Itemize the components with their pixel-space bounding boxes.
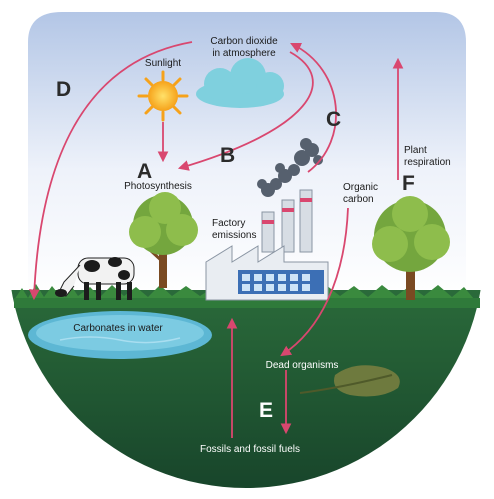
plant-respiration-label-line2: respiration — [404, 157, 451, 168]
letter-a: A — [137, 160, 152, 183]
organic-carbon-label-line1: Organic — [343, 182, 378, 193]
cloud-icon — [196, 58, 284, 108]
factory-label-line1: Factory — [212, 218, 245, 229]
cycle-arrows — [28, 41, 404, 438]
arrow-c — [290, 42, 337, 173]
organic-carbon-label-line2: carbon — [343, 194, 374, 205]
arrow-d — [28, 41, 193, 301]
dead-leaf-icon — [299, 365, 400, 397]
sun-icon — [137, 70, 189, 122]
factory-icon — [205, 189, 329, 301]
cow-icon — [55, 257, 135, 300]
letter-f: F — [402, 172, 415, 195]
co2-label-line2: in atmosphere — [212, 48, 276, 59]
plant-respiration-label-line1: Plant — [404, 145, 427, 156]
arrow-organic-dead — [280, 207, 349, 357]
letter-c: C — [326, 108, 341, 131]
photosynthesis-label: Photosynthesis — [124, 181, 192, 192]
dead-organisms-label: Dead organisms — [266, 360, 339, 371]
sunlight-label: Sunlight — [145, 58, 181, 69]
smoke-icon — [257, 138, 323, 197]
co2-label-line1: Carbon dioxide — [210, 36, 278, 47]
carbonates-label: Carbonates in water — [73, 323, 163, 334]
letter-e: E — [259, 399, 273, 422]
letter-d: D — [56, 78, 71, 101]
factory-label-line2: emissions — [212, 230, 256, 241]
tree-icon — [129, 192, 198, 288]
tree-icon-right — [372, 196, 450, 300]
pond-icon — [28, 311, 212, 359]
arrow-b — [177, 51, 314, 171]
letter-b: B — [220, 144, 235, 167]
fossils-label: Fossils and fossil fuels — [200, 444, 300, 455]
